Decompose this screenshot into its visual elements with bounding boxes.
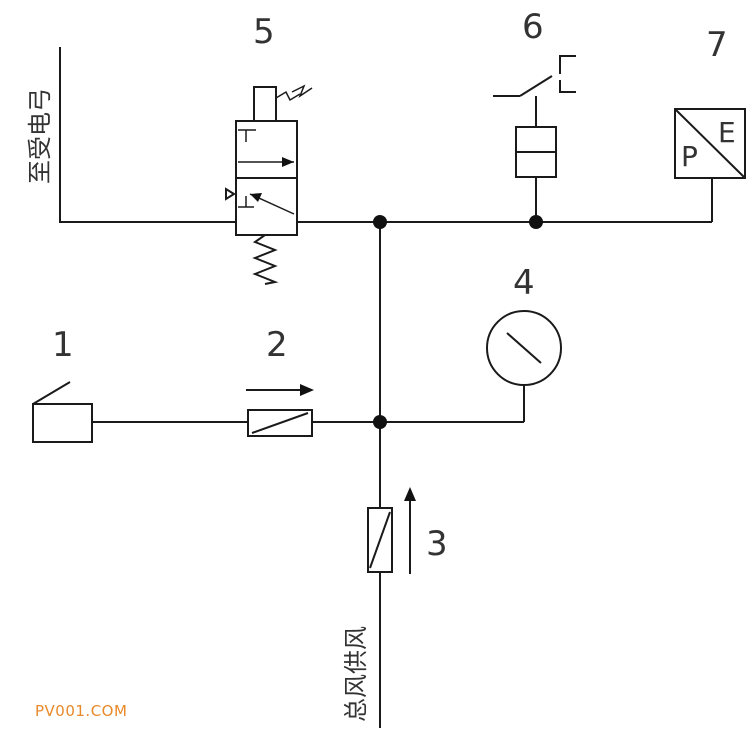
label-number-3: 3 <box>426 524 448 564</box>
label-main-air-supply: 总风供风 <box>342 626 370 722</box>
component-4-pressure-gauge <box>486 310 562 386</box>
component-3-filter <box>367 487 416 574</box>
component-6-pressure-switch <box>493 55 576 178</box>
junction-dot-top <box>373 215 387 229</box>
label-number-2: 2 <box>266 325 288 365</box>
label-number-4: 4 <box>513 263 535 303</box>
label-number-6: 6 <box>522 7 544 47</box>
junction-dot-bottom <box>373 415 387 429</box>
component-1-cock <box>32 381 93 443</box>
label-to-pantograph: 至受电弓 <box>26 88 54 184</box>
pipe-lines <box>59 47 713 728</box>
label-number-1: 1 <box>52 325 74 365</box>
component-5-solenoid-valve <box>225 84 313 285</box>
component-2-check-valve <box>246 384 314 437</box>
pe-label-p: P <box>681 140 698 173</box>
component-7-pe-converter: P E <box>674 108 746 179</box>
label-number-5: 5 <box>253 12 275 52</box>
pe-label-e: E <box>718 116 736 149</box>
watermark-text: PV001.COM <box>35 702 127 720</box>
junction-dot-cylinder <box>529 215 543 229</box>
label-number-7: 7 <box>706 25 728 65</box>
